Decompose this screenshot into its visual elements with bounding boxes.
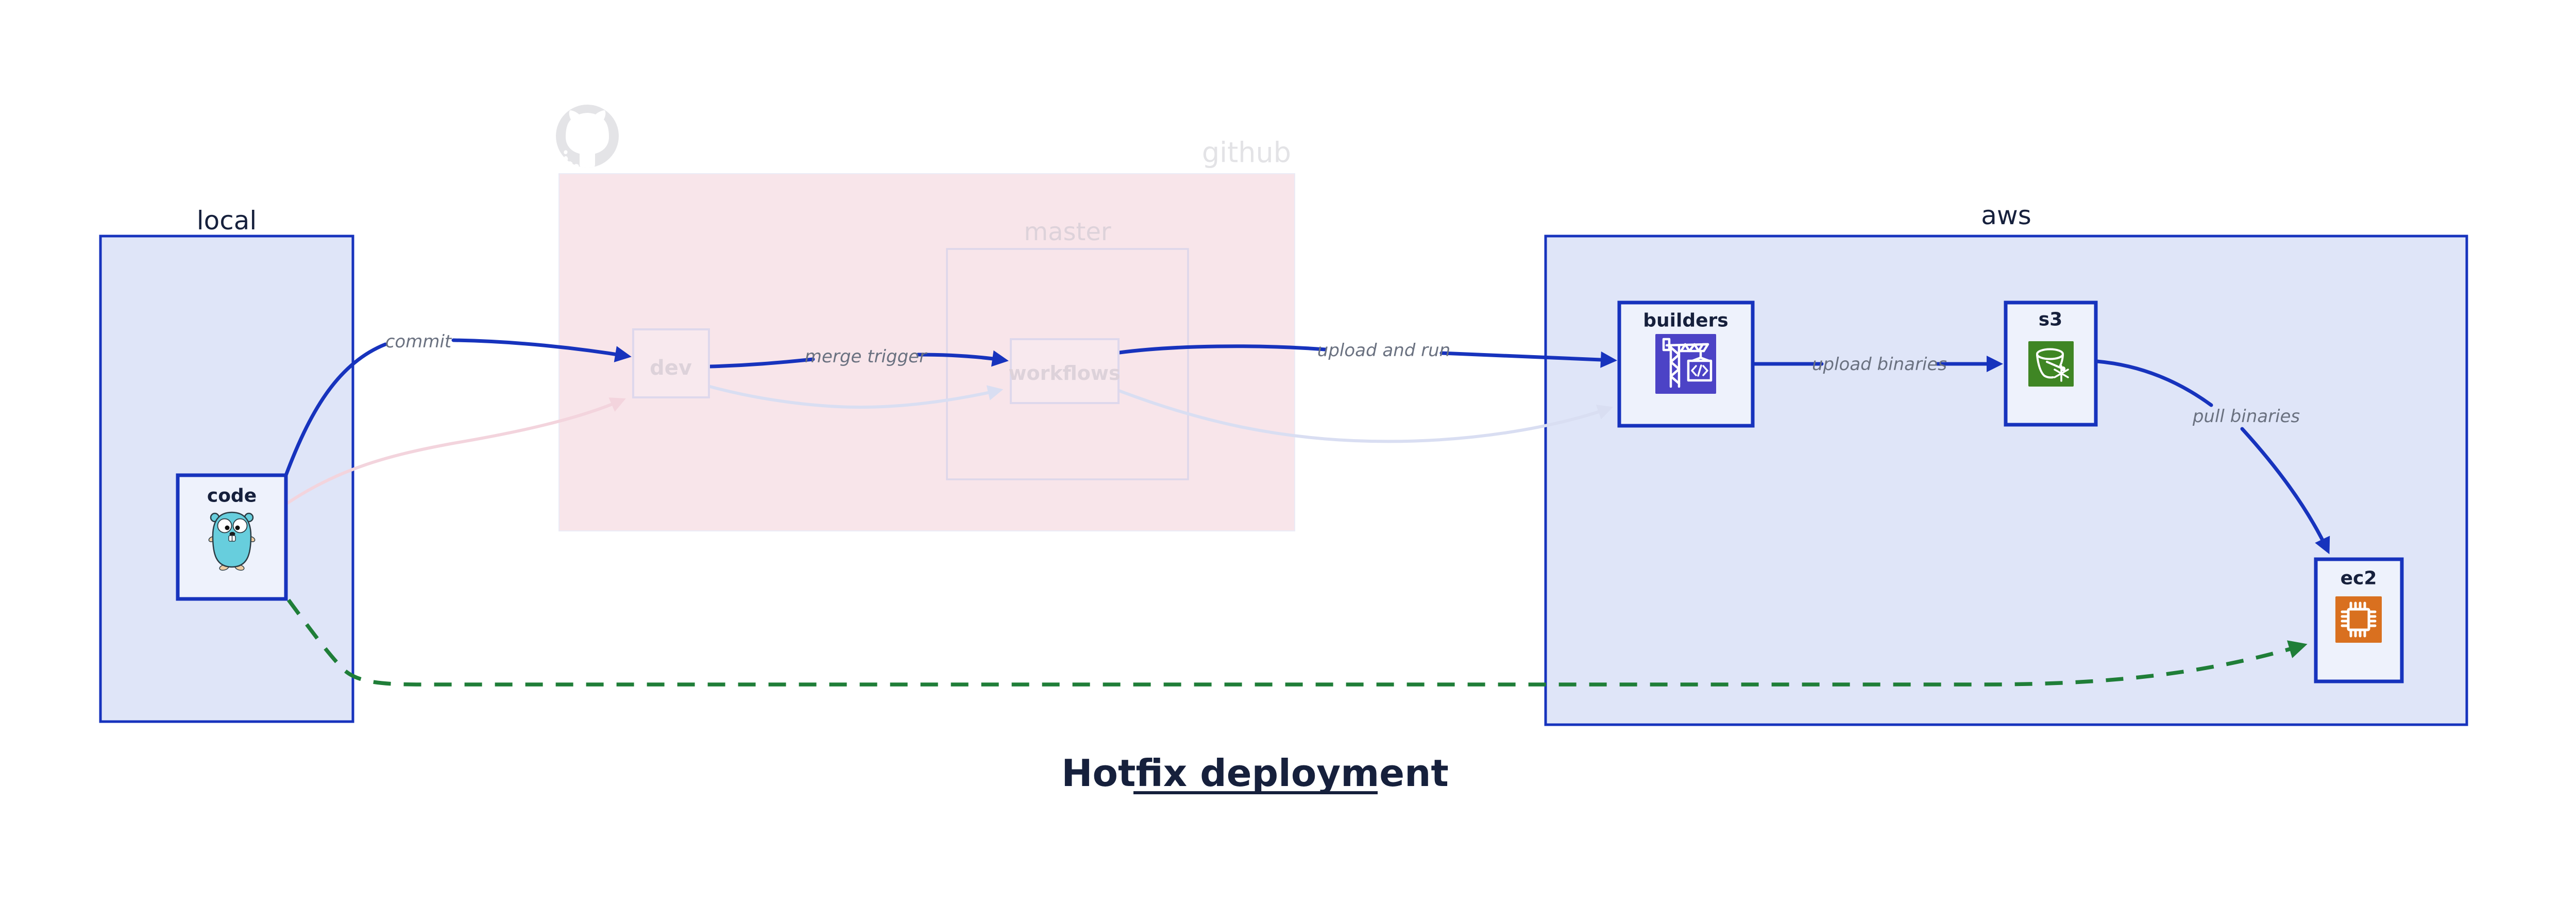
github-octocat-icon	[556, 105, 619, 168]
node-ec2: ec2	[2314, 557, 2404, 683]
diagram-title: Hotfix deployment	[1061, 751, 1449, 795]
container-local: local	[99, 206, 354, 723]
master-container-box	[946, 248, 1189, 480]
builders-node-label: builders	[1643, 310, 1728, 331]
node-builders: builders	[1617, 300, 1755, 428]
aws-s3-glacier-bucket-icon	[2028, 341, 2074, 387]
workflows-node-box	[1010, 338, 1120, 404]
edge-hotfix-dashed	[286, 598, 2308, 687]
dev-node-box	[632, 328, 710, 398]
edge-pull-binaries-segment-b	[2240, 427, 2330, 555]
node-workflows: workflows	[1008, 338, 1121, 404]
edge-labels-layer: commit merge trigger upload and run uplo…	[385, 331, 2300, 427]
aws-ec2-chip-icon	[2335, 596, 2382, 643]
edge-faded-dev-to-workflows	[708, 385, 1004, 409]
edges-layer	[282, 338, 2330, 687]
node-s3: s3	[2004, 300, 2098, 427]
workflows-node-label: workflows	[1008, 362, 1120, 385]
master-container-label: master	[1024, 218, 1111, 246]
diagram-title-text: Hotfix deployment	[1061, 751, 1449, 795]
s3-node-label: s3	[2039, 309, 2062, 330]
edge-upload-and-run-segment-a	[1117, 344, 1327, 355]
aws-container-label: aws	[1981, 201, 2031, 230]
node-code: code	[176, 473, 288, 601]
github-container-label: github	[1202, 137, 1291, 169]
edge-faded-code-to-dev	[286, 397, 626, 505]
edge-upload-and-run-segment-b	[1439, 351, 1617, 368]
aws-codebuild-crane-icon	[1655, 334, 1716, 394]
ec2-node-label: ec2	[2341, 568, 2377, 589]
edge-commit-segment-a	[282, 342, 387, 481]
edge-pull-binaries-segment-a	[2095, 359, 2213, 407]
upload-and-run-edge-label: upload and run	[1317, 340, 1450, 361]
merge-trigger-edge-label: merge trigger	[805, 346, 927, 367]
go-gopher-icon	[208, 511, 256, 571]
node-dev: dev	[632, 328, 710, 398]
edge-merge-trigger-segment-a	[708, 357, 815, 369]
edge-faded-workflows-to-builders	[1117, 389, 1614, 443]
edge-commit-segment-b	[451, 338, 632, 362]
pull-binaries-edge-label: pull binaries	[2192, 406, 2300, 427]
code-node-label: code	[207, 486, 257, 507]
dev-node-label: dev	[650, 356, 692, 380]
container-github: github master	[556, 105, 1295, 531]
local-container-label: local	[197, 206, 257, 236]
upload-binaries-edge-label: upload binaries	[1812, 354, 1947, 375]
commit-edge-label: commit	[385, 331, 452, 352]
container-master: master	[946, 218, 1189, 480]
edge-merge-trigger-segment-b	[916, 350, 1009, 367]
